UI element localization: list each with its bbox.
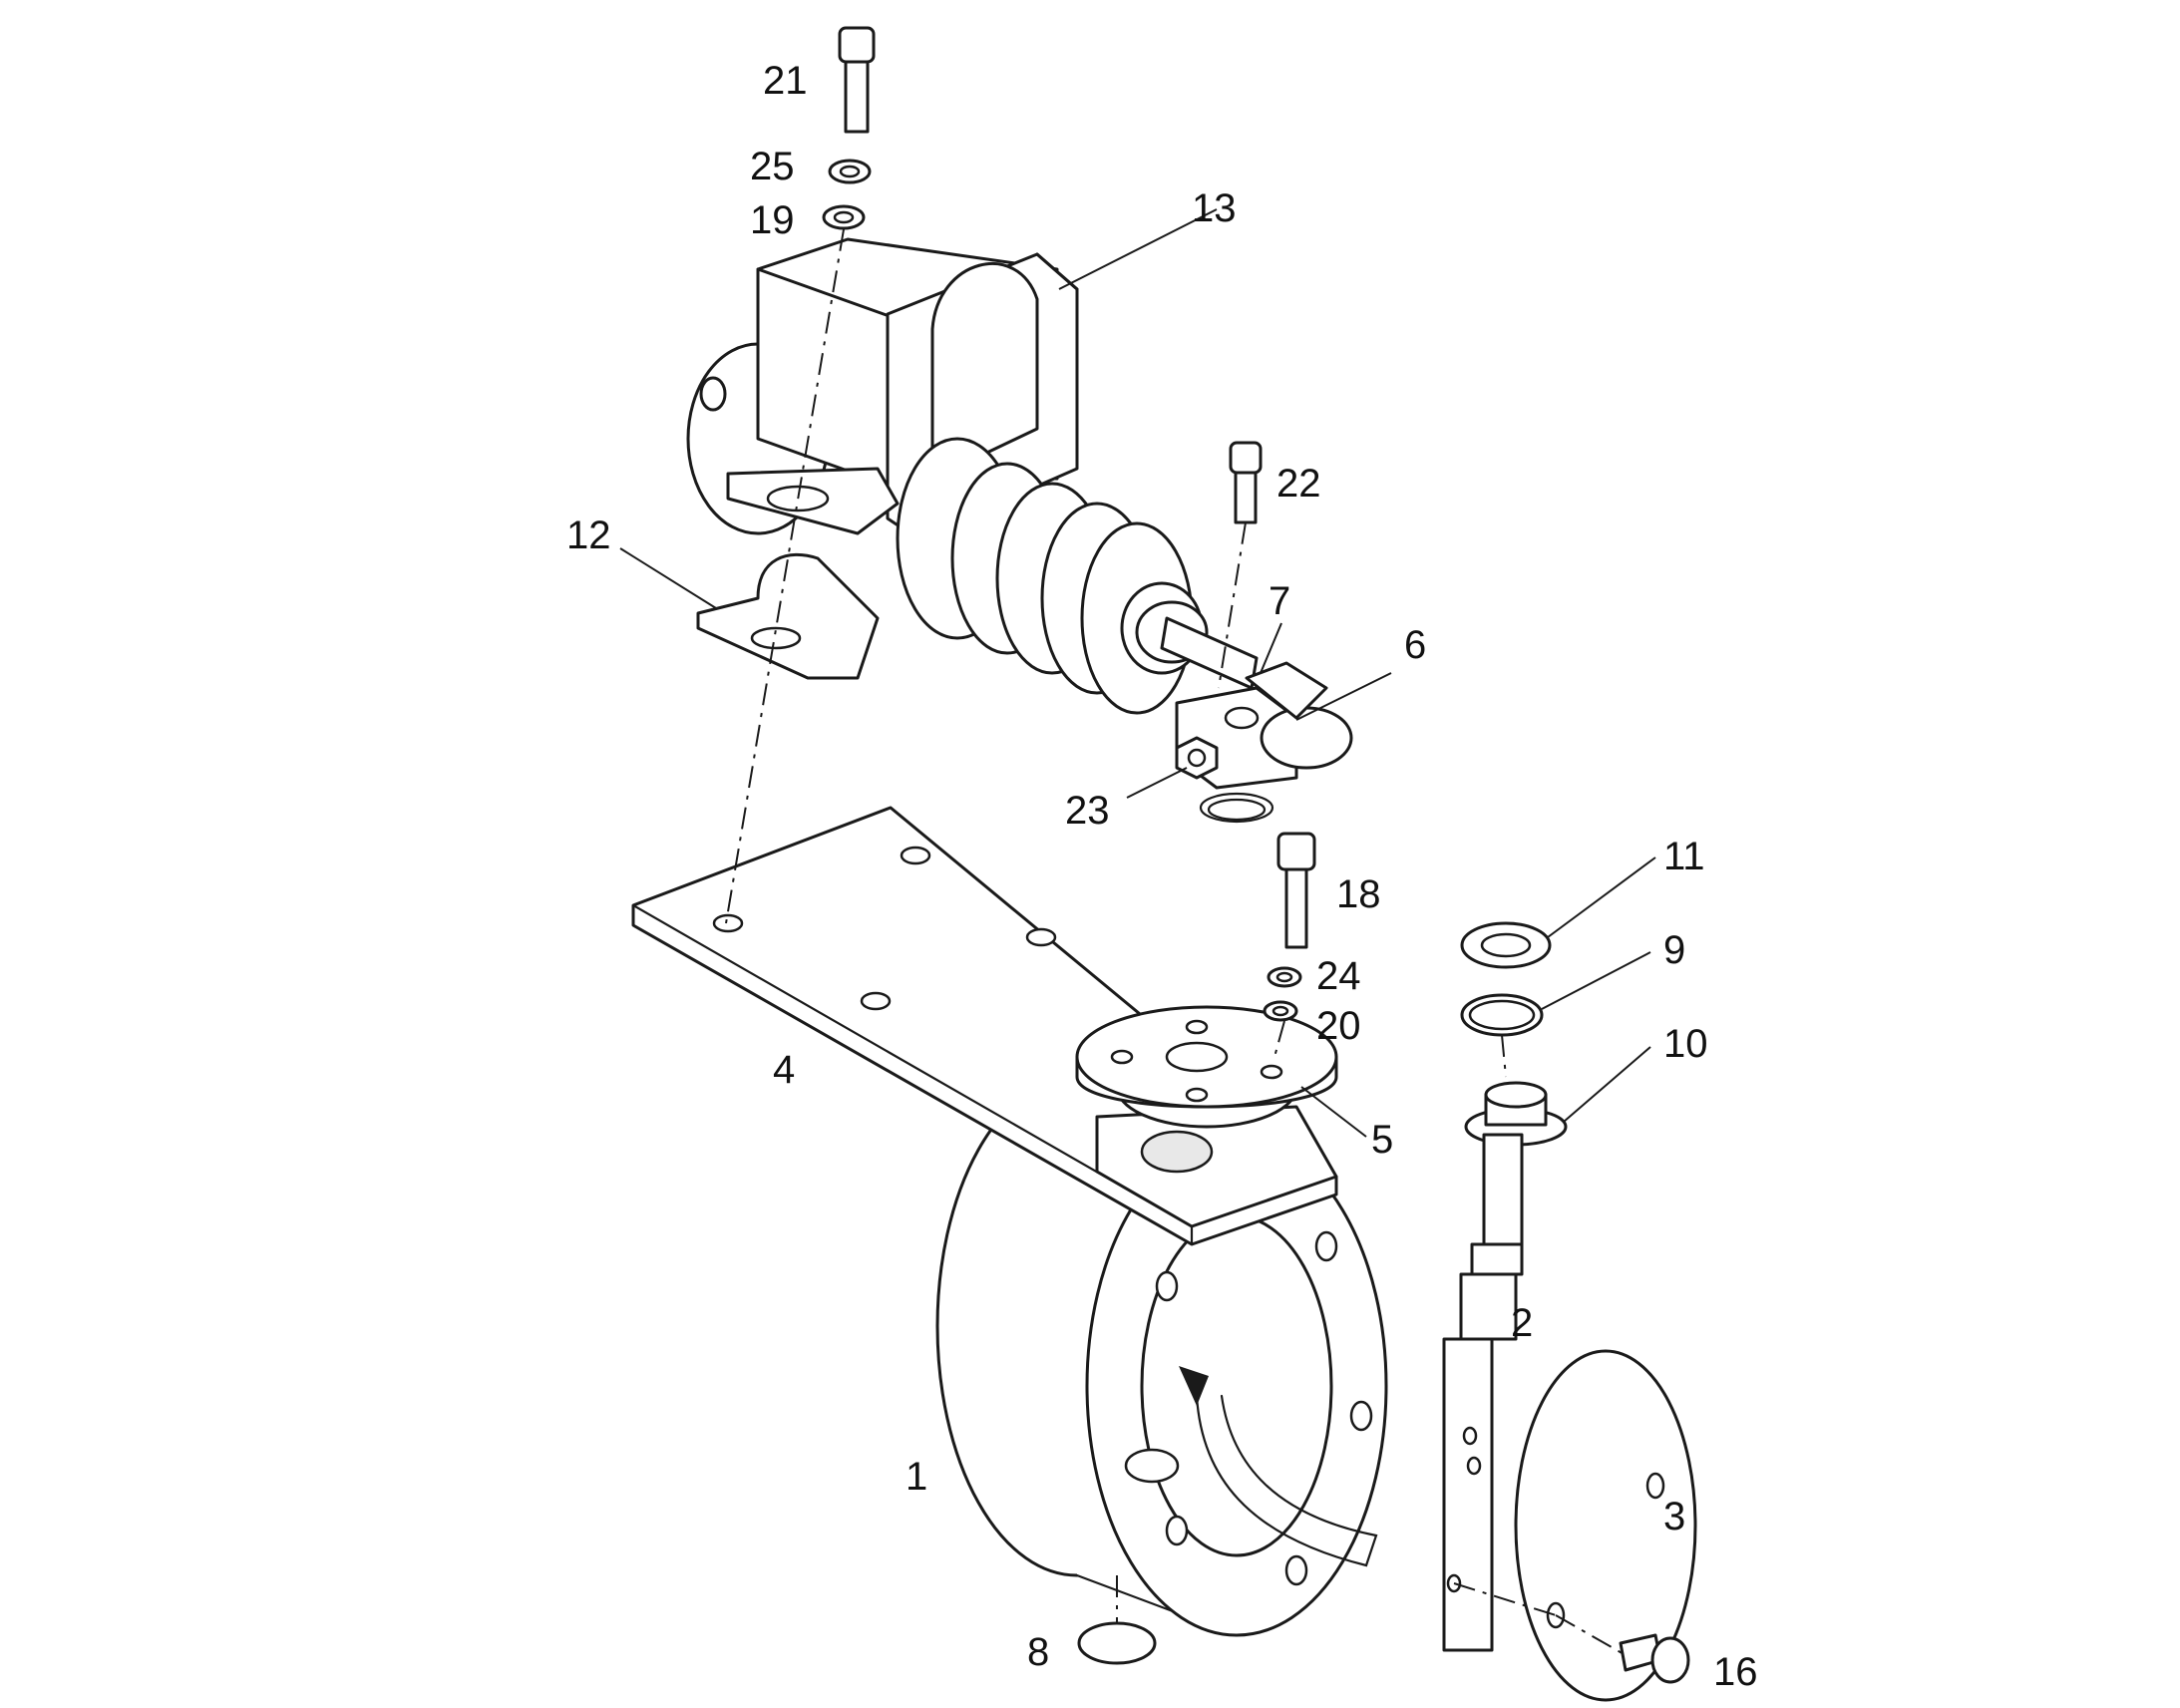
assembly-axes [725,228,1627,1656]
part-5-flange-disc [1075,1005,1338,1129]
callout-8: 8 [1027,1630,1049,1674]
part-19-washer [822,204,866,230]
retaining-clip [1199,792,1274,824]
callout-3: 3 [1663,1495,1685,1538]
callout-1: 1 [906,1455,927,1499]
callout-6: 6 [1404,623,1426,667]
part-23-nut [1175,736,1219,780]
callout-24: 24 [1316,954,1361,998]
callout-18: 18 [1336,872,1381,916]
callout-16: 16 [1713,1650,1758,1694]
part-10-bushing [1464,1081,1568,1147]
part-3-disc [1514,1349,1697,1702]
callout-25: 25 [750,145,795,188]
part-12-base-bracket [696,552,880,680]
part-4-mounting-plate [631,806,1338,1246]
part-8-plug [1077,1621,1157,1665]
callout-5: 5 [1371,1118,1393,1162]
leader-lines [619,208,1656,1138]
part-13-actuator-housing [686,237,1079,540]
callout-22: 22 [1276,462,1321,506]
part-11-seal [1460,921,1552,969]
callout-10: 10 [1663,1022,1708,1066]
part-2-shaft [1442,1133,1524,1652]
callout-4: 4 [773,1048,795,1092]
callout-11: 11 [1663,835,1705,878]
callout-12: 12 [566,513,611,557]
part-25-washer [828,159,872,184]
callout-2: 2 [1511,1301,1533,1345]
callout-7: 7 [1269,579,1290,623]
part-9-o-ring [1460,993,1544,1037]
callout-20: 20 [1316,1004,1361,1048]
callout-21: 21 [763,59,808,103]
part-21-cap-screw [838,26,876,134]
part-24-washer [1267,966,1302,988]
callout-labels: 21 25 19 13 22 12 7 6 23 18 11 9 24 20 1… [566,59,1758,1694]
part-22-cap-screw [1229,441,1263,524]
part-18-cap-screw [1276,832,1316,949]
part-bellows [896,437,1259,715]
callout-13: 13 [1192,186,1237,230]
callout-9: 9 [1663,928,1685,972]
part-20-washer [1263,1000,1298,1022]
part-16-cap-screw [1619,1633,1690,1684]
callout-23: 23 [1065,789,1110,833]
callout-19: 19 [750,198,795,242]
